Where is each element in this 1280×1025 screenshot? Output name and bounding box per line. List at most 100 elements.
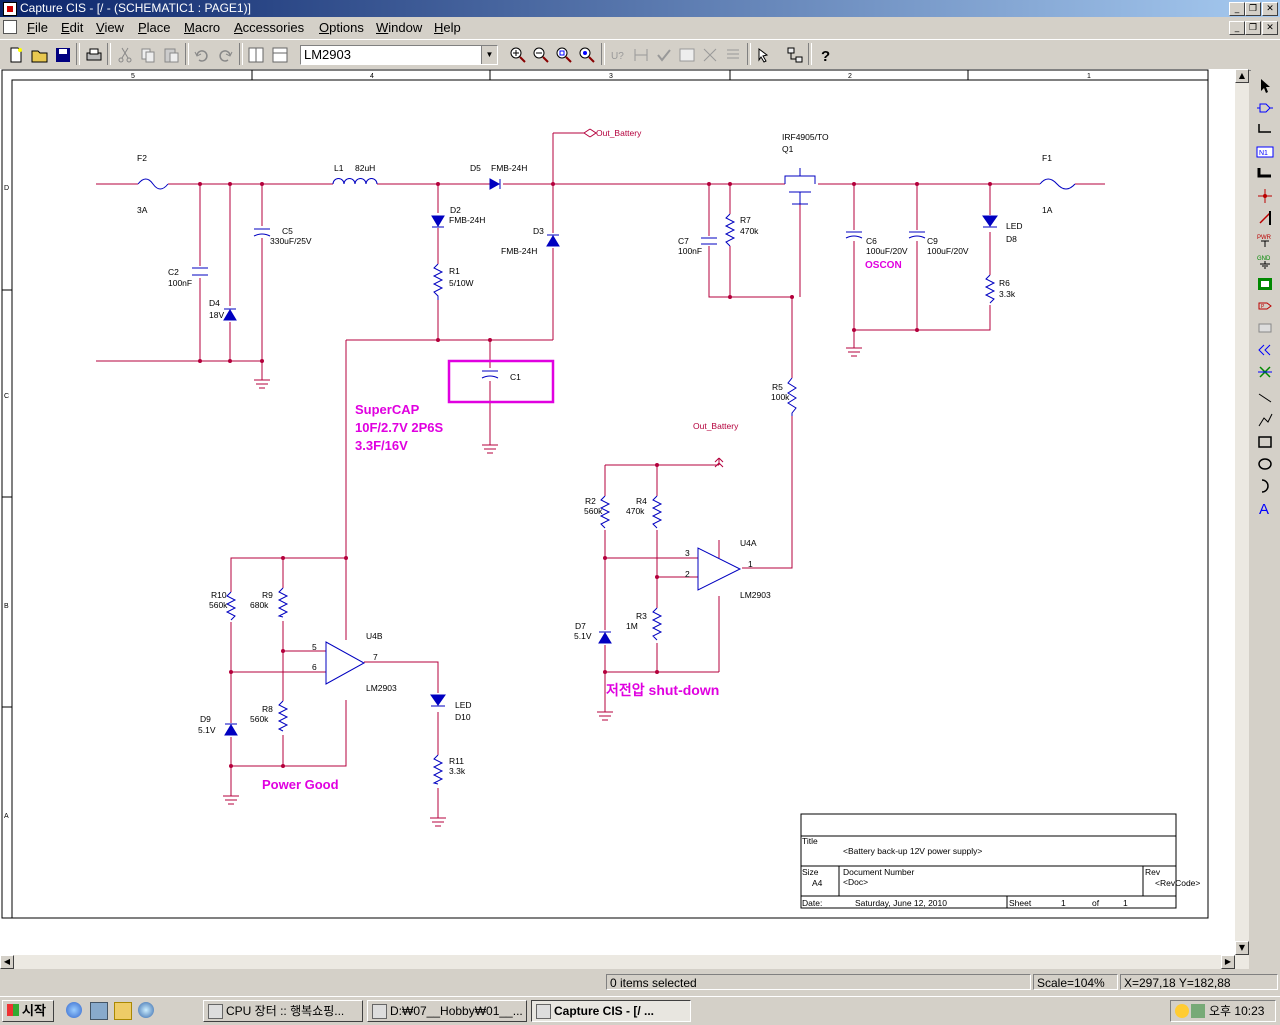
schematic-canvas[interactable]: 5 4 3 2 1 D C B A (0, 69, 1236, 955)
rectangle-icon[interactable] (1256, 433, 1274, 451)
task-cpu-market[interactable]: CPU 장터 :: 행복쇼핑... (203, 1000, 363, 1022)
capacitor-c9[interactable] (908, 231, 926, 239)
scroll-up-icon[interactable]: ▲ (1235, 69, 1249, 83)
drc-icon[interactable] (653, 44, 675, 66)
resistor-r1[interactable] (432, 263, 444, 300)
port-icon[interactable]: P (1256, 297, 1274, 315)
zener-d9[interactable] (224, 723, 238, 736)
menu-accessories[interactable]: Accessories (234, 20, 305, 35)
schematic-drawing[interactable]: 5 4 3 2 1 D C B A (0, 69, 1235, 955)
horizontal-scrollbar[interactable]: ◀ ▶ (0, 955, 1249, 969)
doc-close-button[interactable]: ✕ (1262, 21, 1278, 35)
fuse-f1[interactable] (1039, 178, 1076, 190)
redo-icon[interactable] (214, 44, 236, 66)
doc-restore-button[interactable]: ❐ (1245, 21, 1261, 35)
capacitor-c5[interactable] (253, 228, 271, 237)
zoom-out-icon[interactable] (530, 44, 552, 66)
network-icon[interactable] (1191, 1004, 1205, 1018)
chevron-down-icon[interactable]: ▼ (481, 46, 497, 64)
resistor-r10[interactable] (225, 591, 237, 621)
hier-block-icon[interactable] (1256, 275, 1274, 293)
pin-icon[interactable] (1256, 319, 1274, 337)
app-icon[interactable] (3, 2, 17, 16)
resistor-r4[interactable] (651, 495, 663, 529)
restore-button[interactable]: ❐ (1245, 2, 1261, 16)
capacitor-c1[interactable] (481, 370, 499, 379)
ime-icon[interactable] (1175, 1004, 1189, 1018)
paste-icon[interactable] (160, 44, 182, 66)
minimize-button[interactable]: _ (1229, 2, 1245, 16)
snap-grid-icon[interactable] (753, 44, 775, 66)
undo-icon[interactable] (191, 44, 213, 66)
help-icon[interactable]: ? (815, 44, 837, 66)
menu-place[interactable]: Place (138, 20, 171, 35)
tile-v-icon[interactable] (269, 44, 291, 66)
menu-options[interactable]: Options (319, 20, 364, 35)
resistor-r3[interactable] (651, 607, 663, 641)
zener-d7[interactable] (598, 631, 612, 644)
menu-view[interactable]: View (96, 20, 124, 35)
opamp-u4b[interactable] (325, 641, 366, 685)
select-arrow-icon[interactable] (1256, 77, 1274, 95)
led-d10[interactable] (430, 694, 446, 707)
tile-h-icon[interactable] (245, 44, 267, 66)
zoom-area-icon[interactable] (553, 44, 575, 66)
print-icon[interactable] (83, 44, 105, 66)
power-icon[interactable]: PWR (1256, 231, 1274, 249)
save-icon[interactable] (52, 44, 74, 66)
scroll-right-icon[interactable]: ▶ (1221, 955, 1235, 969)
ie-quicklaunch-icon[interactable] (66, 1002, 82, 1018)
place-bus-icon[interactable] (1256, 165, 1274, 183)
mosfet-q1[interactable] (784, 168, 816, 205)
ground-icon[interactable]: GND (1256, 253, 1274, 271)
doc-minimize-button[interactable]: _ (1229, 21, 1245, 35)
capacitor-c2[interactable] (192, 267, 208, 276)
cross-ref-icon[interactable] (699, 44, 721, 66)
annotate-icon[interactable]: U? (607, 44, 629, 66)
copy-icon[interactable] (137, 44, 159, 66)
menu-file[interactable]: File (27, 20, 48, 35)
led-d8[interactable] (982, 215, 998, 228)
scroll-down-icon[interactable]: ▼ (1235, 941, 1249, 955)
place-wire-icon[interactable] (1256, 121, 1274, 139)
menu-help[interactable]: Help (434, 20, 461, 35)
task-capture-cis[interactable]: Capture CIS - [/ ... (531, 1000, 691, 1022)
zoom-in-icon[interactable] (507, 44, 529, 66)
polyline-icon[interactable] (1256, 411, 1274, 429)
ellipse-icon[interactable] (1256, 455, 1274, 473)
bus-entry-icon[interactable] (1256, 209, 1274, 227)
menu-window[interactable]: Window (376, 20, 423, 35)
browser-quicklaunch-icon[interactable] (138, 1002, 154, 1018)
cut-icon[interactable] (114, 44, 136, 66)
capacitor-c7[interactable] (701, 237, 717, 245)
inductor-l1[interactable] (332, 178, 378, 185)
capacitor-c6[interactable] (845, 231, 863, 239)
desktop-quicklaunch-icon[interactable] (90, 1002, 108, 1020)
zoom-all-icon[interactable] (576, 44, 598, 66)
document-icon[interactable] (3, 20, 17, 34)
resistor-r9[interactable] (277, 587, 289, 618)
resistor-r5[interactable] (787, 377, 797, 416)
menu-edit[interactable]: Edit (61, 20, 84, 35)
new-icon[interactable] (5, 44, 27, 66)
back-annotate-icon[interactable] (630, 44, 652, 66)
zener-d4[interactable] (223, 308, 237, 321)
arc-icon[interactable] (1256, 477, 1274, 495)
junction-icon[interactable] (1256, 187, 1274, 205)
resistor-r6[interactable] (984, 274, 996, 304)
resistor-r11[interactable] (432, 754, 444, 785)
fuse-f2[interactable] (137, 178, 169, 190)
menu-macro[interactable]: Macro (184, 20, 221, 35)
net-alias-icon[interactable]: N1 (1256, 143, 1274, 161)
text-icon[interactable]: A (1256, 499, 1274, 518)
diode-d5[interactable] (489, 178, 501, 190)
scroll-left-icon[interactable]: ◀ (0, 955, 14, 969)
resistor-r7[interactable] (724, 213, 736, 247)
diode-d2[interactable] (431, 215, 445, 228)
part-combo[interactable]: LM2903 ▼ (300, 45, 498, 65)
resistor-r2[interactable] (599, 495, 611, 529)
start-button[interactable]: 시작 (2, 1000, 54, 1022)
resistor-r8[interactable] (277, 700, 289, 732)
place-part-icon[interactable] (1256, 99, 1274, 117)
diode-d3[interactable] (546, 234, 560, 247)
